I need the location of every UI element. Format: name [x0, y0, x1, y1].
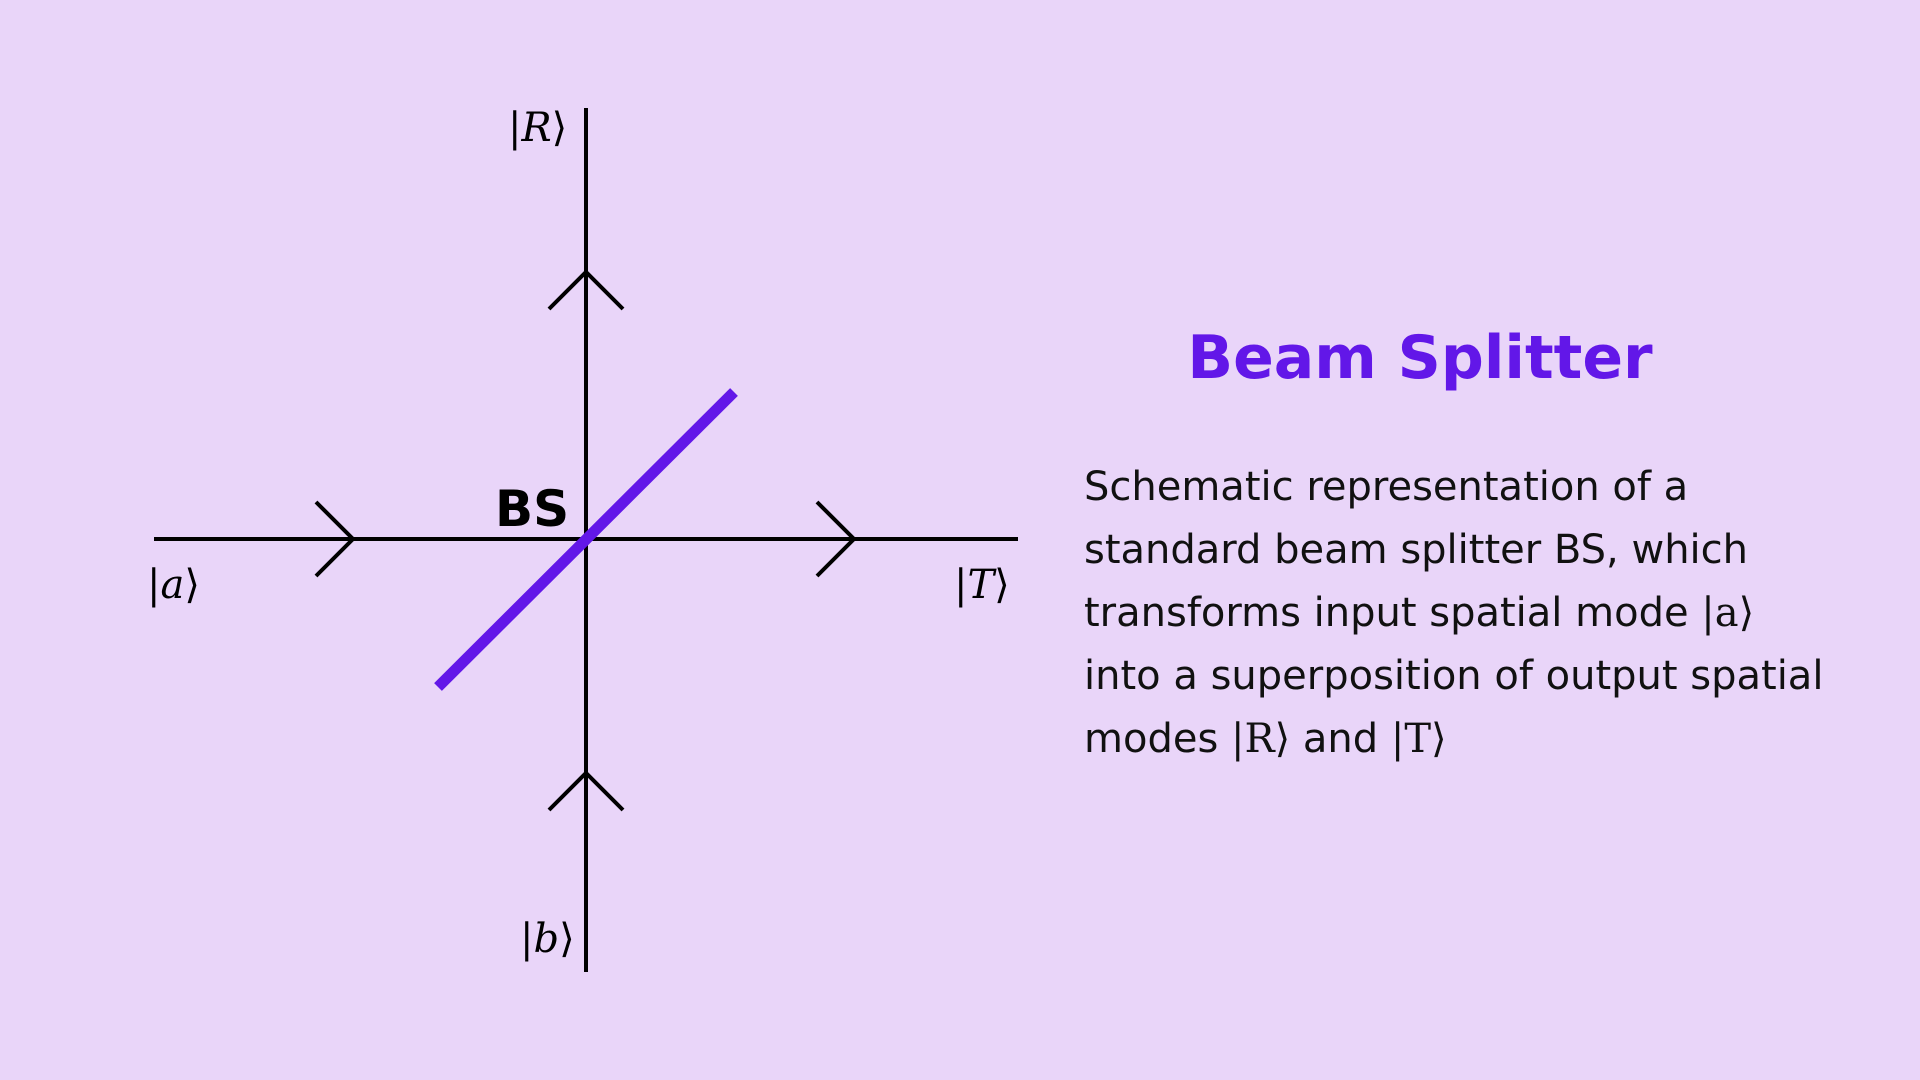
ket-label-r: |R⟩ — [508, 105, 567, 151]
description-part-1: Schematic representation of a standard b… — [1084, 464, 1749, 636]
ket-label-t: |T⟩ — [954, 562, 1010, 608]
beam-splitter-plate — [434, 388, 738, 691]
slide-title: Beam Splitter — [1187, 323, 1653, 393]
output-r-arrowhead — [547, 269, 625, 311]
output-t-arrowhead — [815, 500, 857, 578]
description-part-2: into a superposition of output spatial m… — [1084, 653, 1824, 762]
ket-label-a: |a⟩ — [147, 562, 200, 608]
description-text: Schematic representation of a standard b… — [1084, 456, 1824, 771]
ket-r-inline: |R⟩ — [1231, 716, 1291, 762]
splitter-label: BS — [495, 480, 569, 538]
input-b-arrowhead — [547, 770, 625, 812]
input-a-arrowhead — [314, 500, 356, 578]
ket-t-inline: |T⟩ — [1390, 716, 1447, 762]
ket-a-inline: |a⟩ — [1701, 590, 1755, 636]
description-part-3: and — [1290, 716, 1391, 762]
beam-splitter-diagram: BS |R⟩ |a⟩ |T⟩ |b⟩ — [147, 105, 1018, 972]
ket-label-b: |b⟩ — [520, 916, 575, 962]
